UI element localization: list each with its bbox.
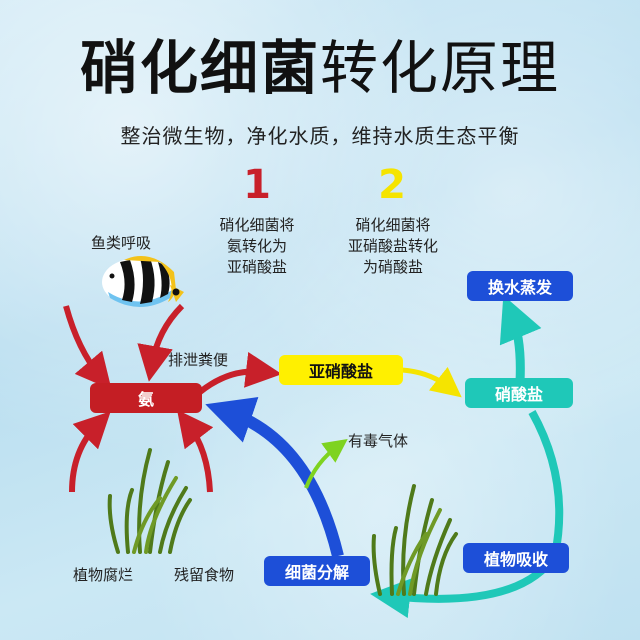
nitrate-box: 硝酸盐	[465, 378, 573, 408]
step-2-number: 2	[378, 162, 406, 208]
step-1-line: 亚硝酸盐	[226, 258, 287, 276]
title-light: 转化原理	[320, 34, 561, 102]
plant-icon-left	[107, 448, 192, 554]
water-change-box: 换水蒸发	[467, 271, 573, 301]
step-1-number: 1	[243, 162, 271, 208]
step-1-description: 硝化细菌将 氨转化为 亚硝酸盐	[197, 215, 317, 278]
step-2-line: 硝化细菌将	[355, 216, 431, 234]
label-plant-decay: 植物腐烂	[73, 566, 134, 584]
step-2-line: 亚硝酸盐转化	[347, 237, 438, 255]
ammonia-box: 氨	[90, 383, 202, 413]
bacteria-decompose-box: 细菌分解	[264, 556, 370, 586]
nitrite-box: 亚硝酸盐	[279, 355, 403, 385]
plant-absorb-box: 植物吸收	[463, 543, 569, 573]
step-1-line: 氨转化为	[226, 237, 287, 255]
title-bold: 硝化细菌	[79, 34, 320, 102]
page-subtitle: 整治微生物，净化水质，维持水质生态平衡	[120, 124, 520, 148]
label-fish-breathing: 鱼类呼吸	[91, 234, 152, 252]
label-food-residue: 残留食物	[174, 566, 235, 584]
step-1-line: 硝化细菌将	[219, 216, 295, 234]
label-excretion: 排泄粪便	[168, 351, 229, 369]
plant-icon-right	[371, 484, 458, 596]
fish-icon	[102, 256, 184, 307]
step-2-line: 为硝酸盐	[362, 258, 423, 276]
page-title: 硝化细菌转化原理	[0, 30, 640, 106]
label-toxic-gas: 有毒气体	[348, 432, 409, 450]
step-2-description: 硝化细菌将 亚硝酸盐转化 为硝酸盐	[333, 215, 453, 278]
